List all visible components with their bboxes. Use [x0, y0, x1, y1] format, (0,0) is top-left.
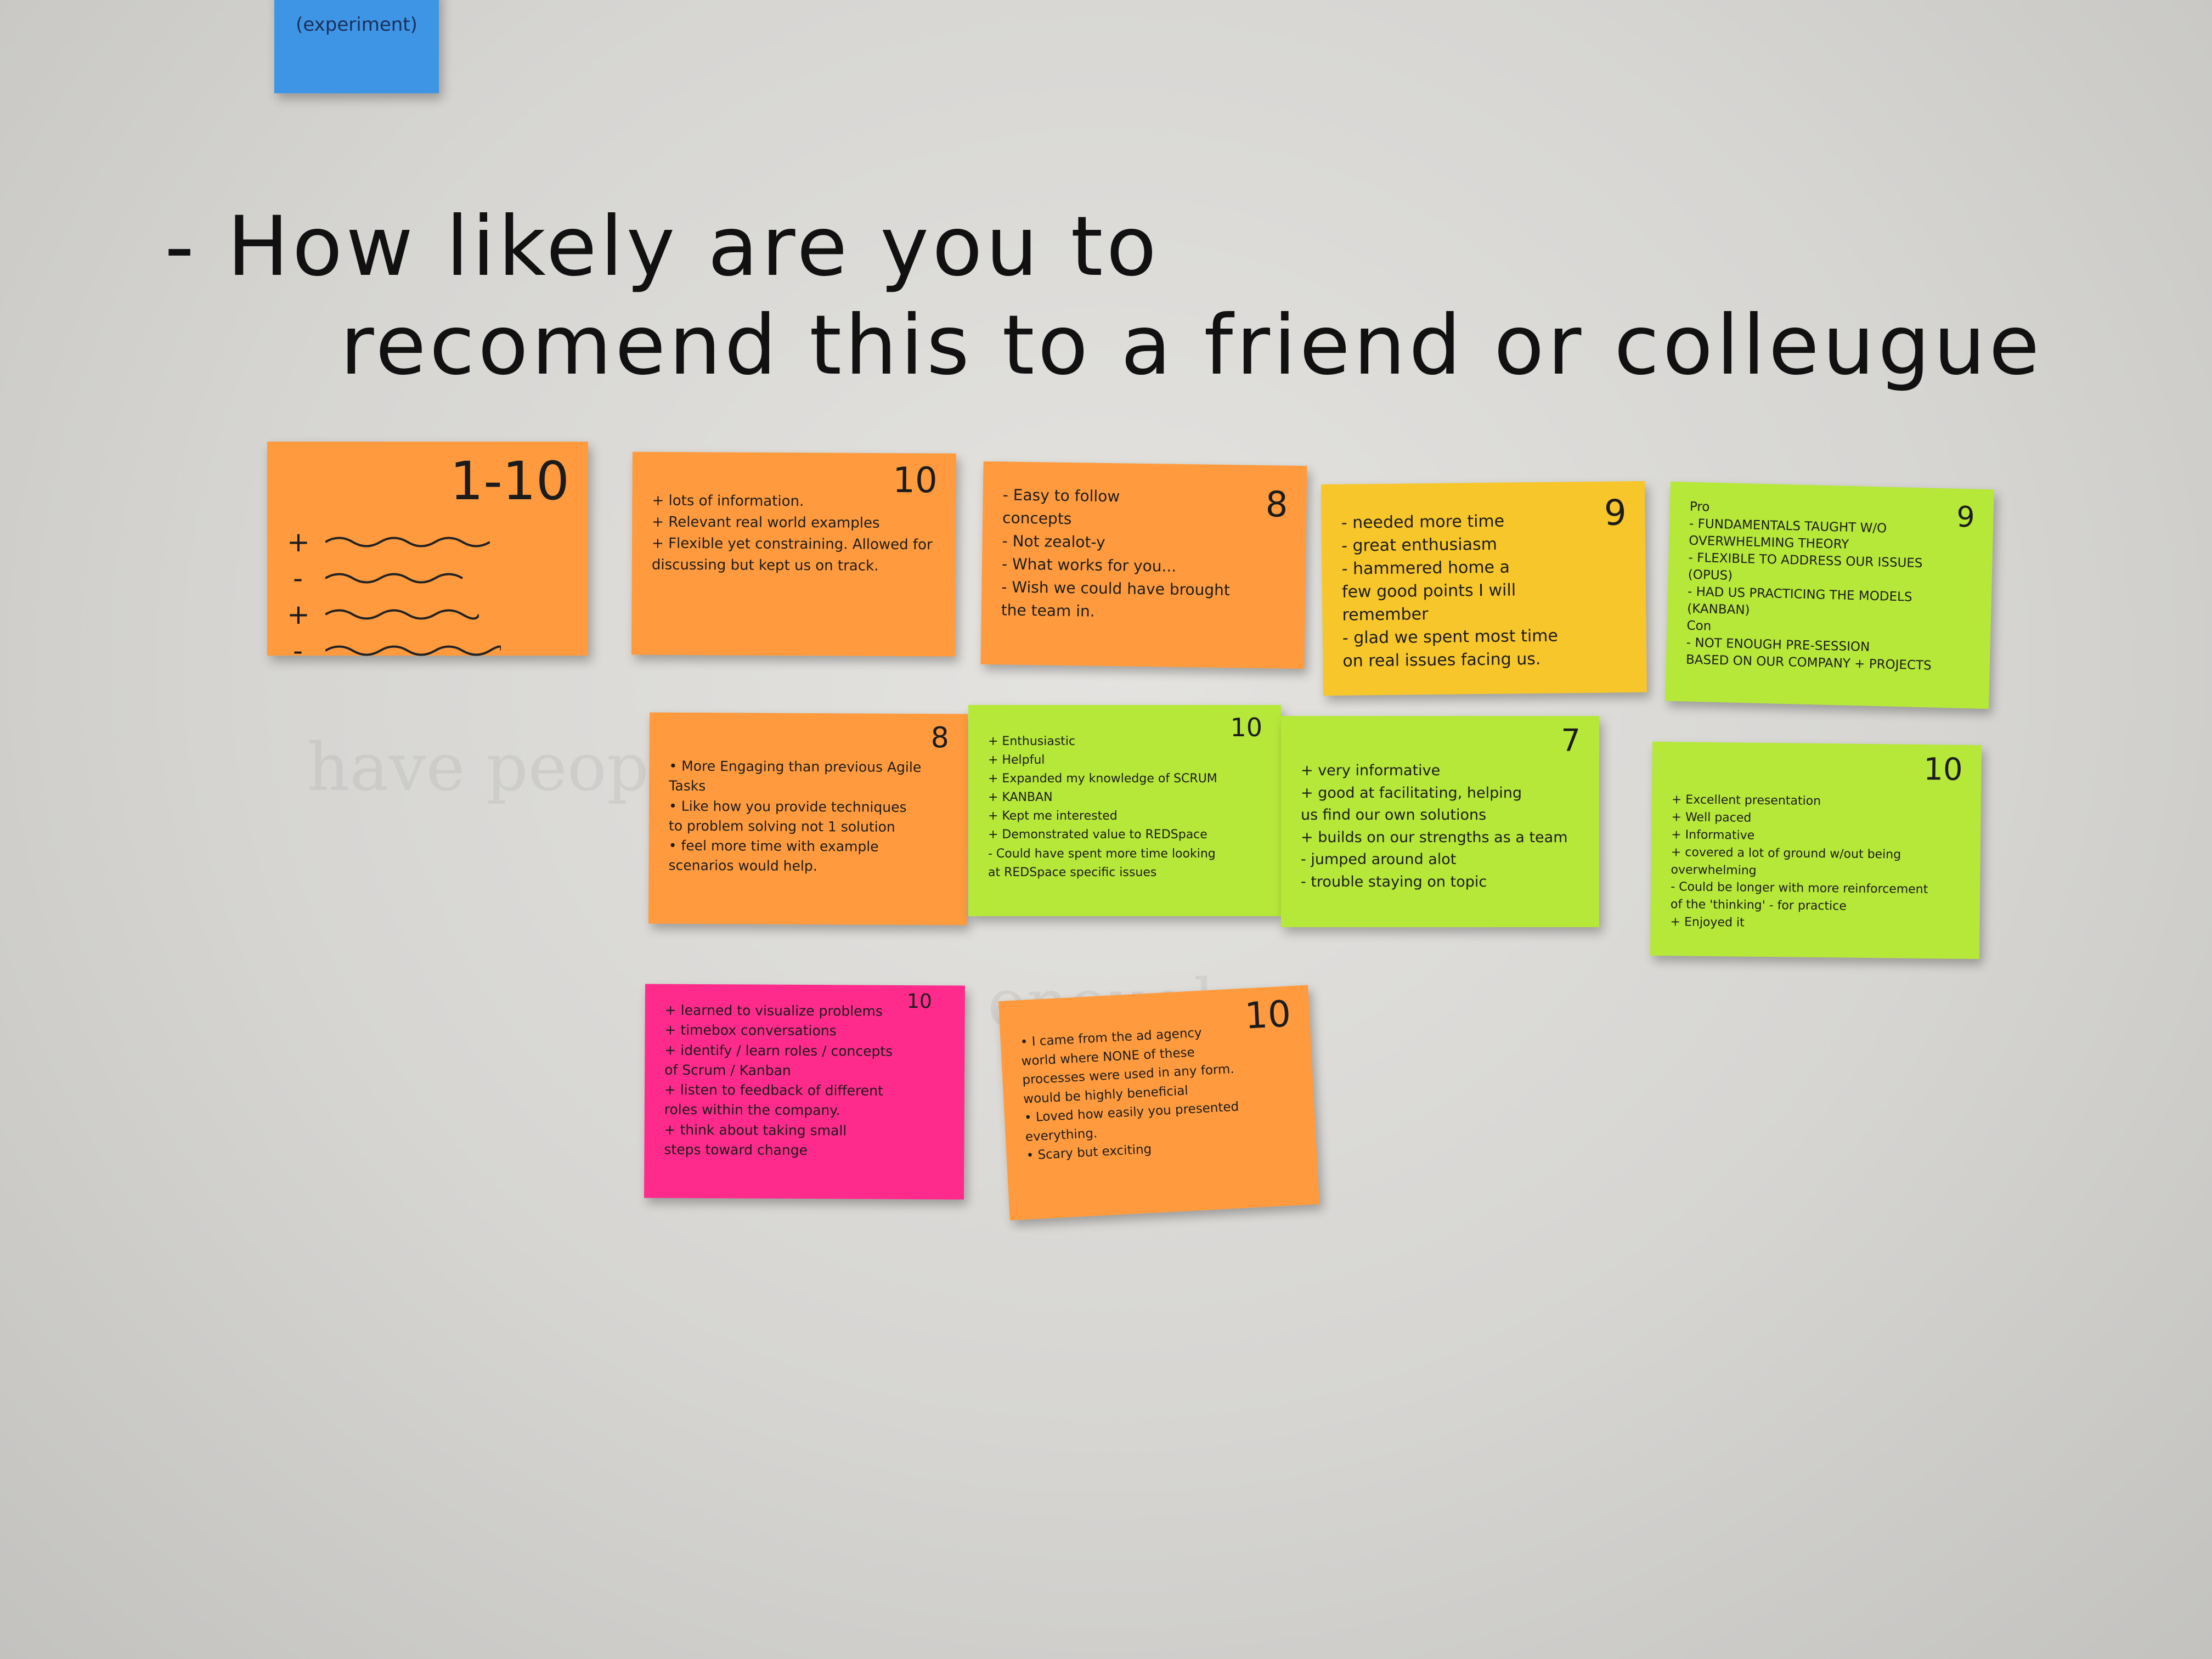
note-line: - Wish we could have brought	[1001, 578, 1231, 600]
feedback-sticky-note: 8 - Easy to follow concepts - Not zealot…	[980, 461, 1307, 669]
note-line: • feel more time with example	[668, 837, 879, 855]
wavy-line-icon	[325, 645, 501, 656]
note-text: (experiment)	[296, 14, 417, 36]
note-line: - glad we spent most time	[1342, 626, 1559, 648]
feedback-sticky-note: 9 Pro - FUNDAMENTALS TAUGHT W/O OVERWHEL…	[1665, 481, 1994, 709]
note-score: 10	[1243, 992, 1292, 1037]
note-line: + Enjoyed it	[1670, 915, 1745, 930]
note-line: • Like how you provide techniques	[669, 798, 907, 815]
note-line: + Enthusiastic	[988, 735, 1076, 748]
legend-row: -	[287, 560, 568, 596]
note-line: to problem solving not 1 solution	[668, 817, 895, 835]
question-line-2: recomend this to a friend or colleugue	[340, 298, 2043, 393]
note-line: + Relevant real world examples	[652, 514, 880, 532]
note-line: - needed more time	[1341, 511, 1505, 533]
feedback-sticky-note: 7 + very informative + good at facilitat…	[1281, 716, 1599, 927]
note-line: of Scrum / Kanban	[664, 1062, 791, 1079]
note-line: + identify / learn roles / concepts	[664, 1042, 893, 1059]
note-line: + good at facilitating, helping	[1301, 784, 1522, 802]
feedback-sticky-note: 8 • More Engaging than previous Agile Ta…	[648, 712, 968, 926]
note-line: + KANBAN	[988, 791, 1053, 805]
note-line: concepts	[1002, 509, 1072, 528]
feedback-sticky-note: 10 + Excellent presentation + Well paced…	[1650, 741, 1982, 960]
note-score: 10	[1230, 713, 1262, 742]
note-line: few good points I will	[1341, 580, 1516, 602]
note-line: + timebox conversations	[664, 1022, 837, 1039]
note-line: - Could have spent more time looking	[988, 847, 1216, 861]
feedback-sticky-note: 9 - needed more time - great enthusiasm …	[1321, 481, 1647, 696]
note-line: + builds on our strengths as a team	[1301, 828, 1568, 846]
note-line: steps toward change	[664, 1141, 808, 1158]
note-line: + Demonstrated value to REDSpace	[988, 828, 1207, 842]
feedback-sticky-note: 10 + learned to visualize problems + tim…	[644, 984, 966, 1200]
note-line: - trouble staying on topic	[1301, 873, 1487, 890]
note-line: + Flexible yet constraining. Allowed for	[652, 535, 933, 554]
legend-row: -	[287, 633, 568, 669]
note-score: 8	[1265, 484, 1289, 526]
note-score: 1-10	[450, 450, 569, 512]
note-line: + Kept me interested	[988, 809, 1118, 823]
note-score: 7	[1561, 723, 1581, 759]
wavy-line-icon	[325, 609, 479, 620]
wavy-line-icon	[325, 537, 490, 548]
note-line: discussing but kept us on track.	[651, 556, 879, 574]
note-line: • More Engaging than previous Agile Task…	[669, 758, 926, 794]
legend-symbol: +	[287, 526, 310, 558]
note-line: + learned to visualize problems	[664, 1002, 883, 1019]
legend-sticky-note: 1-10 + - + -	[267, 442, 588, 667]
note-score: 9	[1956, 500, 1976, 534]
note-line: - What works for you...	[1001, 555, 1177, 575]
note-line: + think about taking small	[664, 1121, 847, 1138]
whiteboard-question: - How likely are you to recomend this to…	[165, 198, 2043, 395]
note-line: the team in.	[1001, 601, 1095, 620]
wavy-line-icon	[325, 573, 464, 584]
note-line: - great enthusiasm	[1341, 534, 1498, 556]
note-line: at REDSpace specific issues	[988, 865, 1157, 879]
blue-sticky-note: (experiment)	[274, 0, 439, 93]
note-line: + covered a lot of ground w/out being	[1671, 845, 1901, 862]
feedback-sticky-note: 10 • I came from the ad agency world whe…	[998, 985, 1320, 1221]
feedback-sticky-note: 10 + Enthusiastic + Helpful + Expanded m…	[968, 705, 1281, 916]
note-line: scenarios would help.	[668, 857, 817, 874]
note-score: 8	[930, 721, 949, 755]
note-line: + Excellent presentation	[1671, 793, 1821, 809]
note-line: - jumped around alot	[1301, 851, 1457, 868]
feedback-sticky-note: 10 + lots of information. + Relevant rea…	[631, 452, 956, 657]
note-score: 10	[893, 460, 938, 501]
note-line: - Easy to follow	[1002, 486, 1120, 506]
legend-row: +	[287, 596, 568, 633]
note-score: 10	[1923, 752, 1963, 788]
note-line: us find our own solutions	[1301, 806, 1487, 823]
note-score: 10	[906, 990, 932, 1013]
note-line: - hammered home a	[1341, 557, 1510, 579]
question-line-1: - How likely are you to	[165, 199, 1160, 295]
legend-row: +	[287, 524, 568, 560]
note-line: - Not zealot-y	[1002, 532, 1105, 552]
note-line: + Well paced	[1671, 810, 1752, 825]
note-line: on real issues facing us.	[1342, 649, 1541, 671]
note-line: + listen to feedback of different	[664, 1081, 883, 1099]
legend-symbol: +	[287, 598, 310, 630]
note-line: remember	[1342, 605, 1429, 625]
note-line: + Informative	[1671, 828, 1755, 843]
note-score: 9	[1604, 493, 1627, 534]
note-line: + Helpful	[988, 753, 1045, 768]
note-line: roles within the company.	[664, 1101, 840, 1119]
note-line: + Expanded my knowledge of SCRUM	[988, 772, 1217, 786]
legend-symbol: -	[292, 562, 303, 594]
ghost-writing: have peopl	[307, 730, 670, 806]
note-line: + very informative	[1301, 762, 1441, 779]
legend-symbol: -	[292, 634, 303, 667]
